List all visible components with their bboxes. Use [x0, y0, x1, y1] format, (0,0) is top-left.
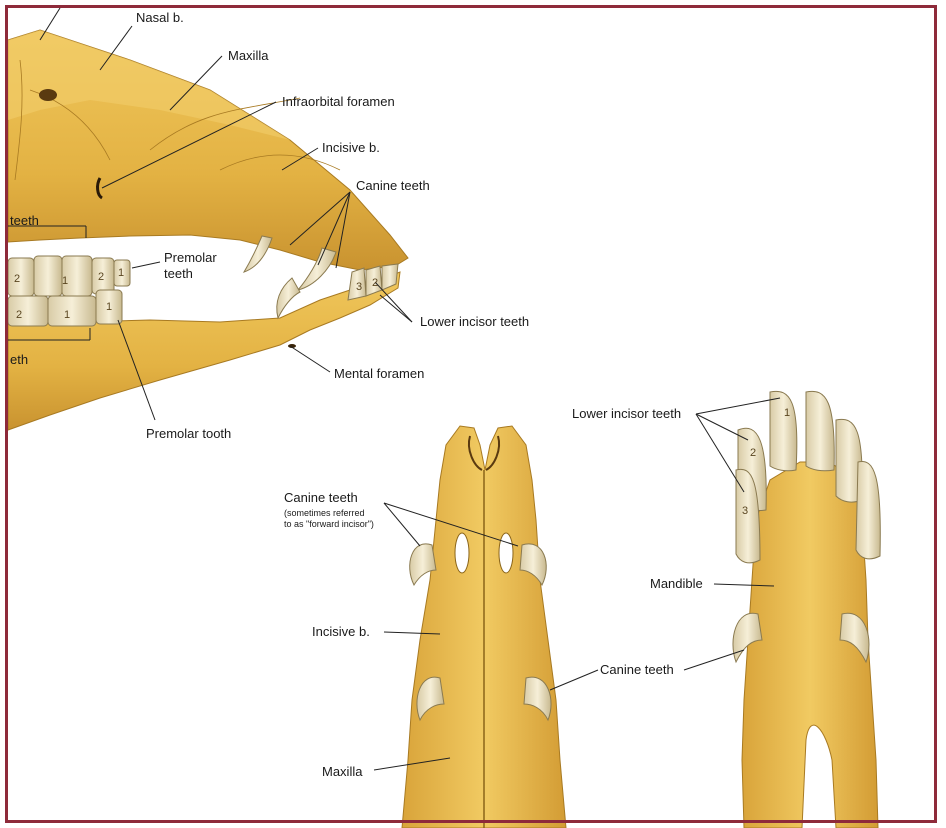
tooth-num: 1 — [118, 267, 124, 279]
tooth-num: 2 — [98, 271, 104, 283]
tooth-num: 2 — [16, 309, 22, 321]
label-canine-teeth-bottom: Canine teeth — [600, 662, 674, 677]
tooth-num: 1 — [64, 309, 70, 321]
label-incisive-bone-middle: Incisive b. — [312, 624, 370, 639]
label-premolar-teeth-2: teeth — [164, 266, 193, 281]
tooth-num: 1 — [106, 301, 112, 313]
label-teeth-partial-lower: eth — [10, 352, 28, 367]
label-incisive-bone-top: Incisive b. — [322, 140, 380, 155]
maxilla-dorsal-illustration — [402, 426, 566, 828]
label-lower-incisor-teeth-ventral: Lower incisor teeth — [572, 406, 681, 421]
label-canine-teeth-middle: Canine teeth — [284, 490, 358, 505]
tooth-numbers: 2 1 2 1 2 1 1 3 2 1 2 3 — [14, 267, 790, 517]
label-canine-teeth-top: Canine teeth — [356, 178, 430, 193]
tooth-num: 2 — [750, 447, 756, 459]
label-canine-note-2: to as "forward incisor") — [284, 519, 374, 530]
label-mental-foramen: Mental foramen — [334, 366, 424, 381]
tooth-num: 2 — [372, 277, 378, 289]
label-premolar-tooth: Premolar tooth — [146, 426, 231, 441]
label-infraorbital-foramen: Infraorbital foramen — [282, 94, 395, 109]
label-nasal-bone: Nasal b. — [136, 10, 184, 25]
label-mandible: Mandible — [650, 576, 703, 591]
label-canine-note-1: (sometimes referred — [284, 508, 365, 519]
tooth-num: 1 — [784, 407, 790, 419]
tooth-num: 2 — [14, 273, 20, 285]
label-teeth-partial-upper: teeth — [10, 213, 39, 228]
tooth-num: 1 — [62, 275, 68, 287]
label-maxilla-top: Maxilla — [228, 48, 268, 63]
label-maxilla-bottom: Maxilla — [322, 764, 362, 779]
label-lower-incisor-teeth-side: Lower incisor teeth — [420, 314, 529, 329]
label-premolar-teeth-1: Premolar — [164, 250, 217, 265]
tooth-num: 3 — [742, 505, 748, 517]
tooth-num: 3 — [356, 281, 362, 293]
